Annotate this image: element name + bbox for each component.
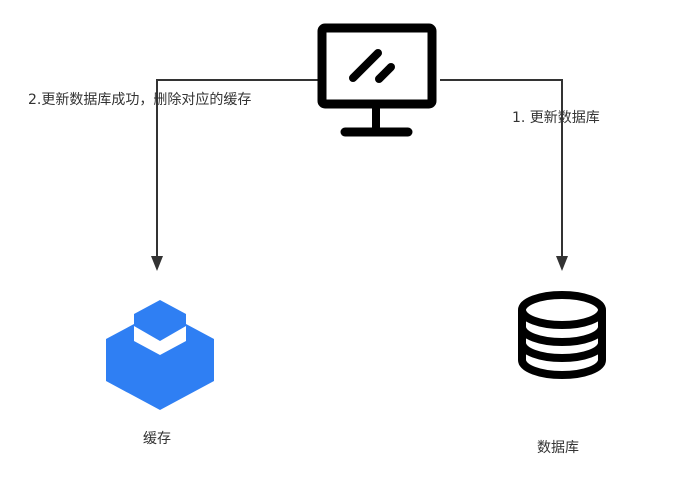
arrowhead-icon	[556, 256, 568, 271]
database-icon	[518, 291, 606, 379]
database-label: 数据库	[537, 440, 579, 456]
arrowhead-icon	[151, 256, 163, 271]
edge-line	[440, 79, 563, 258]
cache-label: 缓存	[143, 431, 171, 447]
cache-icon	[106, 300, 214, 410]
edge-client-to-database	[440, 79, 568, 271]
edge-line	[156, 79, 320, 258]
edge-label-update-db: 1. 更新数据库	[512, 110, 600, 126]
monitor-icon	[317, 23, 437, 137]
edge-client-to-cache	[151, 79, 320, 271]
edge-label-delete-cache: 2.更新数据库成功，删除对应的缓存	[28, 92, 252, 108]
